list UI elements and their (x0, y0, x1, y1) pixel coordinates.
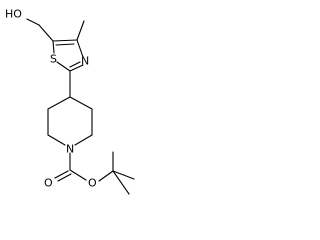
bond-carbonyl-ester-o (69, 169, 87, 181)
bond-c2-s1 (56, 61, 71, 72)
chemical-structure: HO S N N O O (5, 8, 135, 195)
bond-tbu-me3 (112, 170, 130, 195)
atom-hydroxyl: HO (5, 8, 22, 21)
atom-ester-oxygen: O (88, 177, 97, 190)
atom-labels: HO S N N O O (5, 8, 97, 190)
bond-c5-c4-double (55, 43, 75, 46)
bond-lines (26, 18, 135, 195)
bond-pip-n-c6 (47, 134, 66, 146)
bond-s1-c5 (52, 40, 55, 54)
atom-thiazole-sulfur: S (50, 53, 57, 66)
bond-o-tbu (98, 170, 114, 182)
bond-n3-c2-double (69, 61, 81, 68)
bond-c5-c4 (52, 39, 78, 42)
bond-carbonyl-o-a (54, 170, 69, 179)
atom-piperidine-nitrogen: N (66, 143, 74, 156)
bond-n3-c2 (69, 64, 84, 72)
bond-pip-c5-c4 (47, 96, 71, 110)
atom-carbonyl-oxygen: O (44, 177, 53, 190)
bond-ch2-c5 (38, 24, 54, 42)
bond-c4-n3 (76, 39, 84, 58)
atom-thiazole-nitrogen: N (81, 55, 89, 68)
bond-c4-methyl (76, 20, 85, 41)
bond-tbu-me2 (112, 170, 135, 180)
bond-ho-ch2 (26, 18, 40, 26)
bond-carbonyl-o-b (57, 173, 72, 182)
bond-pip-c4-c3 (69, 96, 93, 110)
bond-pip-c2-n (74, 134, 93, 146)
